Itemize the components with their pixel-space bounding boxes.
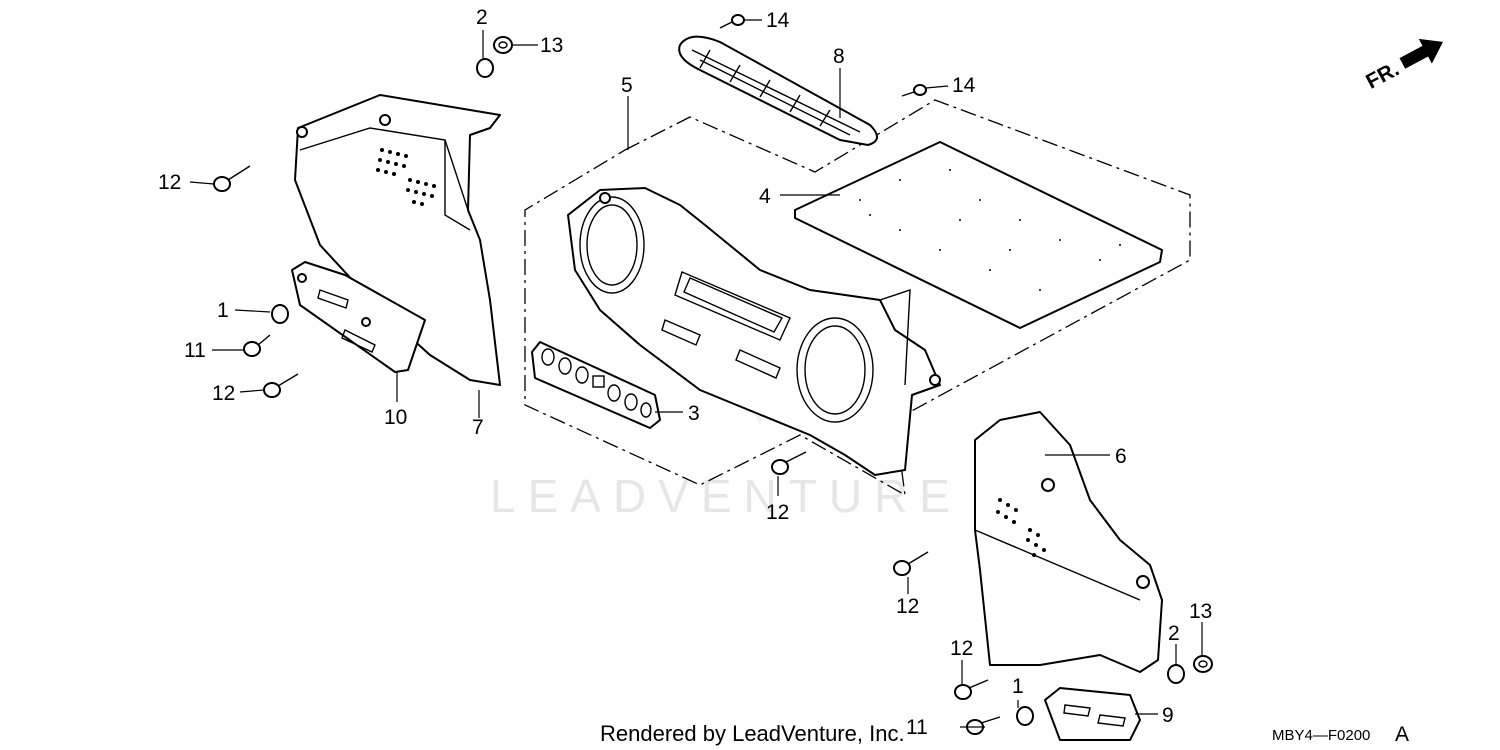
callout-14-top: 14 <box>766 9 790 32</box>
diagram-code: MBY4—F0200 <box>1272 727 1370 744</box>
callout-11-right: 11 <box>906 716 928 739</box>
bolt-12-lower-left <box>263 373 299 398</box>
callout-11-left: 11 <box>184 339 206 362</box>
callout-3: 3 <box>688 402 700 425</box>
fr-label: FR. <box>1362 57 1403 93</box>
grommet-1-left <box>271 304 289 324</box>
grommet-1-right <box>1016 706 1034 726</box>
nut-13-right <box>1193 655 1213 673</box>
grommet-2-right <box>1167 664 1185 684</box>
bolt-11-right <box>966 716 1001 735</box>
part-10-left-bracket <box>291 261 426 373</box>
part-6-right-cover <box>974 411 1163 673</box>
part-7-left-cover <box>294 94 501 386</box>
nut-13-top <box>493 36 513 54</box>
front-arrow-icon <box>1399 38 1443 69</box>
bolt-12-right-mid <box>893 551 929 576</box>
bolt-11-left <box>243 334 271 357</box>
callout-7: 7 <box>472 416 484 439</box>
callout-2-right: 2 <box>1168 622 1180 645</box>
screw-14-top <box>719 14 745 29</box>
grommet-2-top <box>476 58 494 78</box>
callout-10: 10 <box>384 406 407 429</box>
callout-12-upper-left: 12 <box>158 171 181 194</box>
part-7-vent-holes <box>376 148 436 206</box>
part-9-right-bracket <box>1044 687 1141 741</box>
bolt-12-upper-left <box>213 165 251 192</box>
callout-12-center: 12 <box>766 501 789 524</box>
part-8-vent-grille <box>678 35 878 146</box>
callout-12-right-mid: 12 <box>896 595 919 618</box>
bolt-12-right-low <box>954 679 989 700</box>
callout-2-top: 2 <box>476 6 488 29</box>
watermark-text: LEADVENTURE <box>490 470 962 522</box>
callout-1-left: 1 <box>217 299 229 322</box>
part-3-switch-panel <box>531 341 661 429</box>
callout-6: 6 <box>1115 445 1127 468</box>
part-4-pad <box>794 141 1163 329</box>
diagram-suffix: A <box>1395 723 1409 746</box>
callout-12-right-low: 12 <box>950 637 973 660</box>
callout-4: 4 <box>759 185 771 208</box>
callout-9: 9 <box>1162 704 1174 727</box>
callout-13-right: 13 <box>1189 600 1212 623</box>
leader-lines <box>189 19 1203 728</box>
part-5-instrument-panel <box>567 187 941 476</box>
callout-14-right: 14 <box>952 74 976 97</box>
callout-13-top: 13 <box>540 34 563 57</box>
front-direction-indicator: FR. <box>1362 38 1443 94</box>
callout-5: 5 <box>621 74 633 97</box>
callout-8: 8 <box>833 45 845 68</box>
callout-1-right: 1 <box>1012 675 1024 698</box>
rendered-by-credit: Rendered by LeadVenture, Inc. <box>600 721 905 746</box>
callout-12-lower-left: 12 <box>212 382 235 405</box>
bolt-12-center <box>771 451 807 475</box>
screw-14-right <box>901 84 927 97</box>
